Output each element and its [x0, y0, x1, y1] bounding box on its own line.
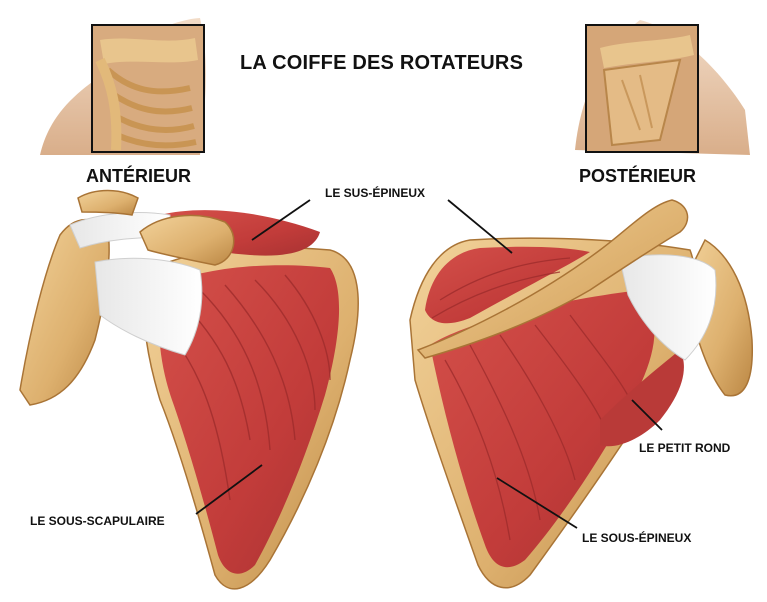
leader-teres-minor	[631, 399, 663, 431]
posterior-thumbnail-frame	[585, 24, 699, 153]
diagram-title: LA COIFFE DES ROTATEURS	[240, 52, 524, 74]
subscapularis-muscle	[159, 265, 340, 574]
supraspinatus-muscle-posterior	[425, 246, 590, 324]
subscapularis-label: LE SOUS-SCAPULAIRE	[30, 514, 165, 528]
posterior-shoulder	[409, 199, 754, 589]
acromion-anterior	[77, 189, 139, 216]
anterior-view-label: ANTÉRIEUR	[86, 166, 192, 186]
anterior-thumbnail	[40, 18, 206, 155]
leader-supraspinatus-posterior	[447, 199, 513, 254]
subscapularis-tendon	[94, 257, 203, 356]
posterior-tendons	[619, 254, 717, 361]
teres-minor-label: LE PETIT ROND	[639, 441, 731, 455]
infraspinatus-label: LE SOUS-ÉPINEUX	[582, 531, 692, 545]
infraspinatus-muscle	[430, 290, 655, 568]
humerus-anterior	[19, 218, 110, 406]
teres-minor-muscle	[600, 350, 684, 447]
leader-supraspinatus	[251, 199, 311, 241]
leader-infraspinatus	[496, 477, 578, 529]
leader-subscapularis	[195, 464, 263, 515]
coracoid-process	[139, 214, 235, 266]
scapular-spine	[416, 199, 689, 359]
posterior-thumbnail	[575, 20, 750, 155]
anterior-shoulder	[19, 189, 359, 590]
posterior-view-label: POSTÉRIEUR	[579, 166, 697, 186]
anterior-thumbnail-frame	[91, 24, 205, 153]
supraspinatus-label: LE SUS-ÉPINEUX	[325, 186, 426, 200]
